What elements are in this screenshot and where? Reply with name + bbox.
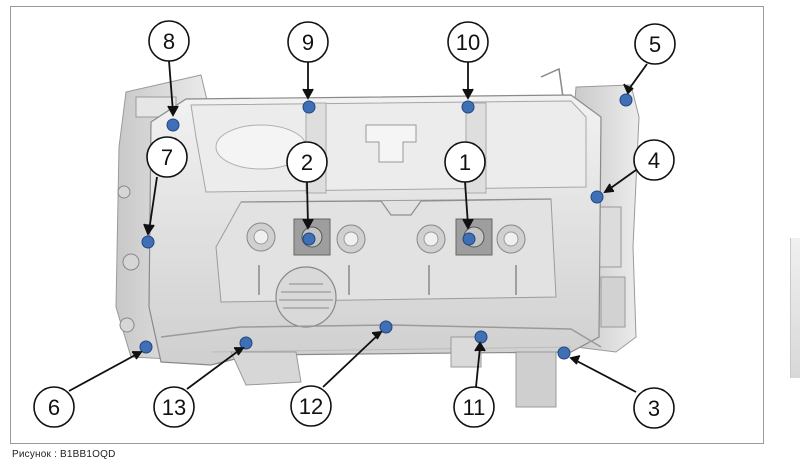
callout-label-2: 2 (301, 150, 313, 175)
bolt-9 (302, 100, 316, 114)
callout-4: 4 (633, 139, 675, 181)
callout-13: 13 (153, 386, 195, 428)
callout-10: 10 (447, 21, 489, 63)
bolt-4 (590, 190, 604, 204)
leader-lines (68, 60, 648, 393)
page-edge-decoration (790, 238, 800, 378)
figure-caption: Рисунок : B1BB1OQD (12, 449, 116, 460)
callout-11: 11 (453, 386, 495, 428)
bolt-10 (461, 100, 475, 114)
callout-label-12: 12 (299, 394, 323, 419)
callout-label-10: 10 (456, 30, 480, 55)
bolt-5 (619, 93, 633, 107)
bolt-12 (379, 320, 393, 334)
callout-12: 12 (290, 385, 332, 427)
callout-2: 2 (286, 141, 328, 183)
callout-label-13: 13 (162, 395, 186, 420)
bolts (139, 93, 633, 360)
bolt-6 (139, 340, 153, 354)
callout-label-9: 9 (302, 30, 314, 55)
figure-frame: 8 9 10 5 7 2 1 (10, 6, 764, 444)
callout-label-4: 4 (648, 148, 660, 173)
bolt-11 (474, 330, 488, 344)
callout-3: 3 (633, 387, 675, 429)
callout-1: 1 (444, 141, 486, 183)
bolt-2 (302, 232, 316, 246)
lower-accessories (230, 336, 557, 408)
callout-label-3: 3 (648, 396, 660, 421)
callout-6: 6 (33, 386, 75, 428)
bolt-1 (462, 232, 476, 246)
callout-label-8: 8 (163, 29, 175, 54)
callout-5: 5 (634, 23, 676, 65)
callout-label-11: 11 (463, 395, 486, 420)
callout-8: 8 (148, 20, 190, 62)
cover-body (148, 94, 602, 366)
callout-label-5: 5 (649, 32, 661, 57)
bolt-8 (166, 118, 180, 132)
callout-label-7: 7 (161, 145, 173, 170)
callout-7: 7 (146, 136, 188, 178)
callout-label-1: 1 (459, 150, 471, 175)
bolt-3 (557, 346, 571, 360)
callouts: 8 9 10 5 7 2 1 (33, 20, 676, 429)
callout-9: 9 (287, 21, 329, 63)
oil-filler-cap (275, 266, 337, 328)
callout-label-6: 6 (48, 395, 60, 420)
bolt-7 (141, 235, 155, 249)
bolt-13 (239, 336, 253, 350)
cylinder-head-cover-diagram: 8 9 10 5 7 2 1 (33, 20, 676, 429)
